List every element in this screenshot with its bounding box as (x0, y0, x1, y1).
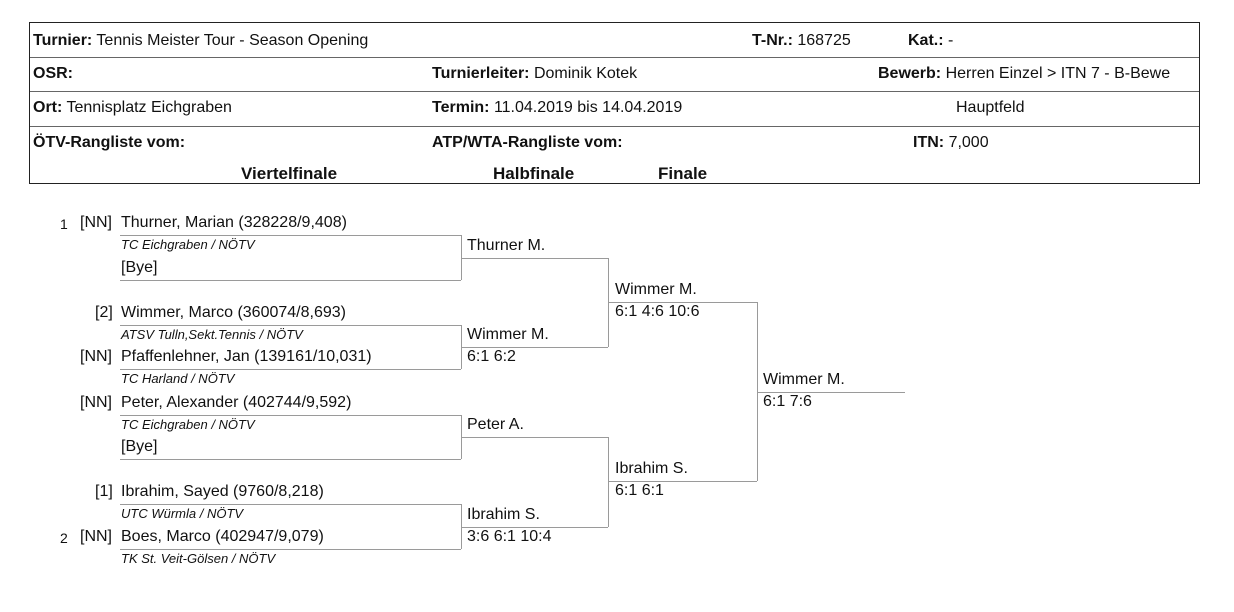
turnierleiter-field: Turnierleiter: Dominik Kotek (432, 64, 637, 84)
seed-tag: [NN] (80, 214, 112, 231)
seed-tag: [NN] (80, 348, 112, 365)
player-club: TC Eichgraben / NÖTV (121, 417, 255, 432)
turnier-label: Turnier: (33, 32, 93, 49)
tnr-field: T-Nr.: 168725 (752, 31, 851, 51)
oetv-ranking-label: ÖTV-Rangliste vom: (33, 134, 186, 151)
ort-value: Tennisplatz Eichgraben (66, 99, 232, 116)
tnr-label: T-Nr.: (752, 32, 793, 49)
match-score: 6:1 4:6 10:6 (615, 303, 700, 320)
bracket-line (461, 258, 608, 259)
semifinal-winner: Peter A. (467, 416, 524, 433)
player-club: TC Eichgraben / NÖTV (121, 237, 255, 252)
semifinal-winner: Wimmer M. (467, 326, 549, 343)
match-score: 3:6 6:1 10:4 (467, 528, 552, 545)
bracket-line (120, 280, 461, 281)
kat-value: - (948, 32, 954, 49)
bracket-line (461, 437, 608, 438)
bracket-line (120, 415, 461, 416)
bracket-line (608, 302, 757, 303)
player-name: [Bye] (121, 259, 158, 276)
player-name: Pfaffenlehner, Jan (139161/10,031) (121, 348, 372, 365)
bracket-line (757, 302, 758, 481)
oetv-ranking-field: ÖTV-Rangliste vom: (33, 133, 185, 153)
player-name: [Bye] (121, 438, 158, 455)
turnierleiter-label: Turnierleiter: (432, 65, 530, 82)
final-participant: Ibrahim S. (615, 460, 688, 477)
bewerb-label: Bewerb: (878, 65, 942, 82)
atp-ranking-label: ATP/WTA-Rangliste vom: (432, 134, 623, 151)
semifinal-winner: Ibrahim S. (467, 506, 540, 523)
seed-tag: [NN] (80, 394, 112, 411)
bracket-line (608, 481, 757, 482)
player-club: UTC Würmla / NÖTV (121, 506, 244, 521)
bracket-line (120, 459, 461, 460)
player-name: Peter, Alexander (402744/9,592) (121, 394, 352, 411)
turnierleiter-value: Dominik Kotek (533, 65, 638, 82)
player-name: Boes, Marco (402947/9,079) (121, 528, 324, 545)
seed-tag: [1] (95, 483, 113, 500)
round-quarterfinal-title: Viertelfinale (241, 164, 338, 183)
bewerb-field: Bewerb: Herren Einzel > ITN 7 - B-Bewe (878, 64, 1198, 84)
kat-field: Kat.: - (908, 31, 953, 51)
match-score: 6:1 6:2 (467, 348, 516, 365)
bracket-line (120, 549, 461, 550)
bracket-line (120, 325, 461, 326)
atp-ranking-field: ATP/WTA-Rangliste vom: (432, 133, 623, 153)
semifinal-winner: Thurner M. (467, 237, 546, 254)
tnr-value: 168725 (797, 32, 851, 49)
ort-label: Ort: (33, 99, 63, 116)
player-club: ATSV Tulln,Sekt.Tennis / NÖTV (121, 327, 303, 342)
bracket-line (608, 437, 609, 527)
draw-position: 1 (60, 216, 68, 232)
bracket-line (120, 369, 461, 370)
ort-field: Ort: Tennisplatz Eichgraben (33, 98, 232, 118)
header-divider (30, 91, 1199, 92)
player-name: Ibrahim, Sayed (9760/8,218) (121, 483, 324, 500)
termin-field: Termin: 11.04.2019 bis 14.04.2019 (432, 98, 682, 118)
seed-tag: [2] (95, 304, 113, 321)
draw-position: 2 (60, 530, 68, 546)
bracket-line (461, 347, 608, 348)
tournament-header: Turnier: Tennis Meister Tour - Season Op… (29, 22, 1200, 184)
bracket-line (461, 235, 462, 280)
round-semifinal-title: Halbfinale (493, 164, 575, 183)
osr-label: OSR: (33, 65, 73, 82)
bracket-line (120, 504, 461, 505)
player-name: Wimmer, Marco (360074/8,693) (121, 304, 346, 321)
bewerb-value: Herren Einzel > ITN 7 - B-Bewe (945, 65, 1171, 82)
final-participant: Wimmer M. (615, 281, 697, 298)
match-score: 6:1 6:1 (615, 482, 664, 499)
round-final-title: Finale (658, 164, 708, 183)
termin-label: Termin: (432, 99, 490, 116)
itn-value: 7,000 (948, 134, 989, 151)
bracket-line (461, 527, 608, 528)
bracket-line (120, 235, 461, 236)
player-club: TK St. Veit-Gölsen / NÖTV (121, 551, 276, 566)
draw-type: Hauptfeld (956, 99, 1025, 116)
itn-label: ITN: (913, 134, 945, 151)
bracket-line (461, 504, 462, 549)
bracket-line (757, 392, 905, 393)
header-divider (30, 57, 1199, 58)
champion-name: Wimmer M. (763, 371, 845, 388)
itn-field: ITN: 7,000 (913, 133, 989, 153)
player-name: Thurner, Marian (328228/9,408) (121, 214, 347, 231)
champion-score: 6:1 7:6 (763, 393, 812, 410)
player-club: TC Harland / NÖTV (121, 371, 235, 386)
turnier-field: Turnier: Tennis Meister Tour - Season Op… (33, 31, 368, 51)
osr-field: OSR: (33, 64, 73, 84)
kat-label: Kat.: (908, 32, 944, 49)
turnier-value: Tennis Meister Tour - Season Opening (96, 32, 369, 49)
termin-value: 11.04.2019 bis 14.04.2019 (493, 99, 683, 116)
header-divider (30, 126, 1199, 127)
seed-tag: [NN] (80, 528, 112, 545)
